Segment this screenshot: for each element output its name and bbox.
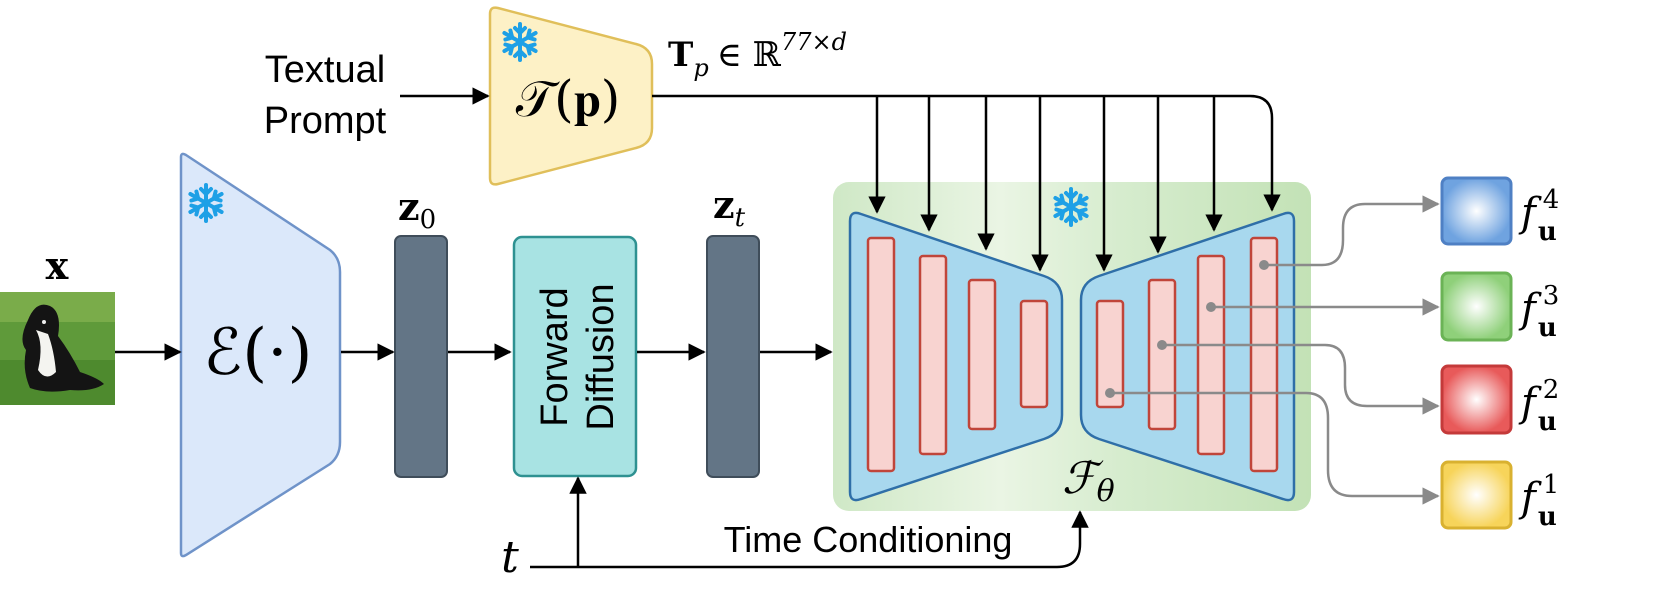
image-encoder-label: ℰ(·) <box>203 316 312 390</box>
time-conditioning-label: Time Conditioning <box>724 519 1013 560</box>
feature-label-1: f𝐮1 <box>1518 470 1559 532</box>
feature-tap-points <box>1105 260 1269 398</box>
cross-attention-arrows <box>868 96 1223 272</box>
decoder-block-4 <box>1249 236 1279 473</box>
textual-prompt-line1: Textual <box>265 49 385 91</box>
feature-box-1 <box>1440 460 1513 530</box>
latent-z0 <box>394 235 448 478</box>
timestep-label: t <box>501 532 519 583</box>
latent-zt <box>706 235 760 478</box>
encoder-block-3 <box>967 278 997 431</box>
text-embedding-line <box>652 94 1281 212</box>
image-encoder <box>179 152 342 558</box>
latent-zt-label: 𝐳t <box>713 182 746 233</box>
feature-box-2 <box>1440 364 1513 435</box>
text-embedding-label: 𝐓p∈ ℝ77×d <box>668 28 847 82</box>
decoder-block-3 <box>1196 254 1226 456</box>
forward-diffusion-line1: Forward <box>534 287 576 426</box>
unet-decoder <box>1079 211 1296 502</box>
timestep-line <box>530 510 1089 569</box>
input-image <box>0 292 115 405</box>
latent-z0-label: 𝐳0 <box>398 184 436 235</box>
encoder-block-2 <box>918 254 948 456</box>
decoder-block-2 <box>1147 278 1177 431</box>
feature-label-2: f𝐮2 <box>1518 375 1559 437</box>
feature-label-3: f𝐮3 <box>1518 281 1559 343</box>
unet-encoder <box>848 211 1064 502</box>
decoder-block-1 <box>1095 299 1125 409</box>
encoder-block-1 <box>866 236 896 473</box>
input-image-label: x <box>46 243 69 288</box>
feature-arrows <box>1110 195 1440 505</box>
text-encoder-label: 𝒯(𝐩) <box>516 70 620 128</box>
feature-box-4 <box>1440 176 1513 246</box>
textual-prompt-line2: Prompt <box>264 100 387 142</box>
feature-label-4: f𝐮4 <box>1518 185 1559 247</box>
forward-diffusion-box <box>512 235 638 478</box>
forward-diffusion-line2: Diffusion <box>580 283 622 430</box>
encoder-block-4 <box>1019 299 1049 409</box>
feature-box-3 <box>1440 271 1513 342</box>
